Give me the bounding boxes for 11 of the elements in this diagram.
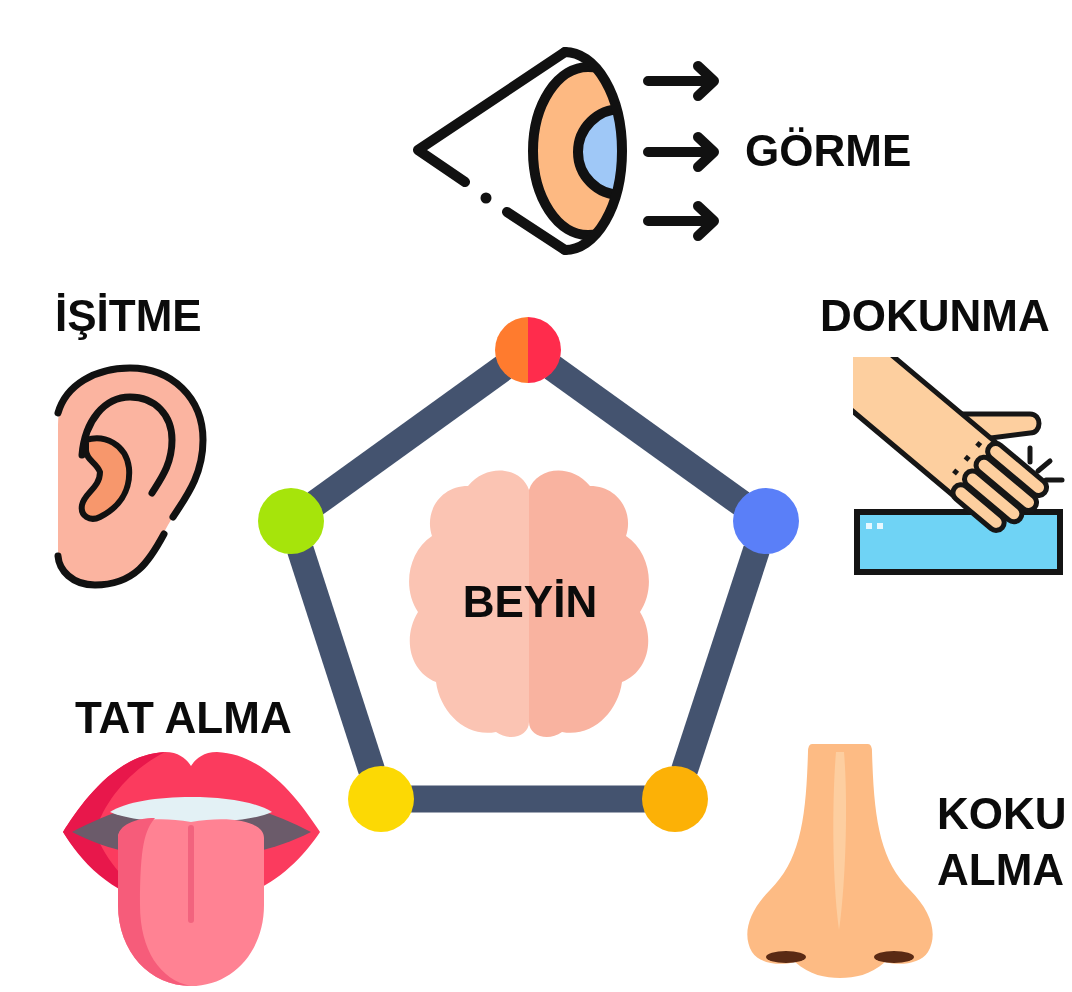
sense-label: GÖRME <box>745 125 912 177</box>
connector-line <box>287 545 385 775</box>
sense-label: KOKU ALMA <box>937 788 1068 896</box>
connector-line <box>411 785 645 813</box>
connector-line <box>544 356 750 515</box>
sense-label: İŞİTME <box>55 290 202 342</box>
sense-label: DOKUNMA <box>820 290 1050 342</box>
node-label: BEYİN <box>462 575 598 628</box>
connector-line <box>307 356 512 515</box>
sense-label: TAT ALMA <box>75 692 292 744</box>
connector-line <box>671 545 770 775</box>
